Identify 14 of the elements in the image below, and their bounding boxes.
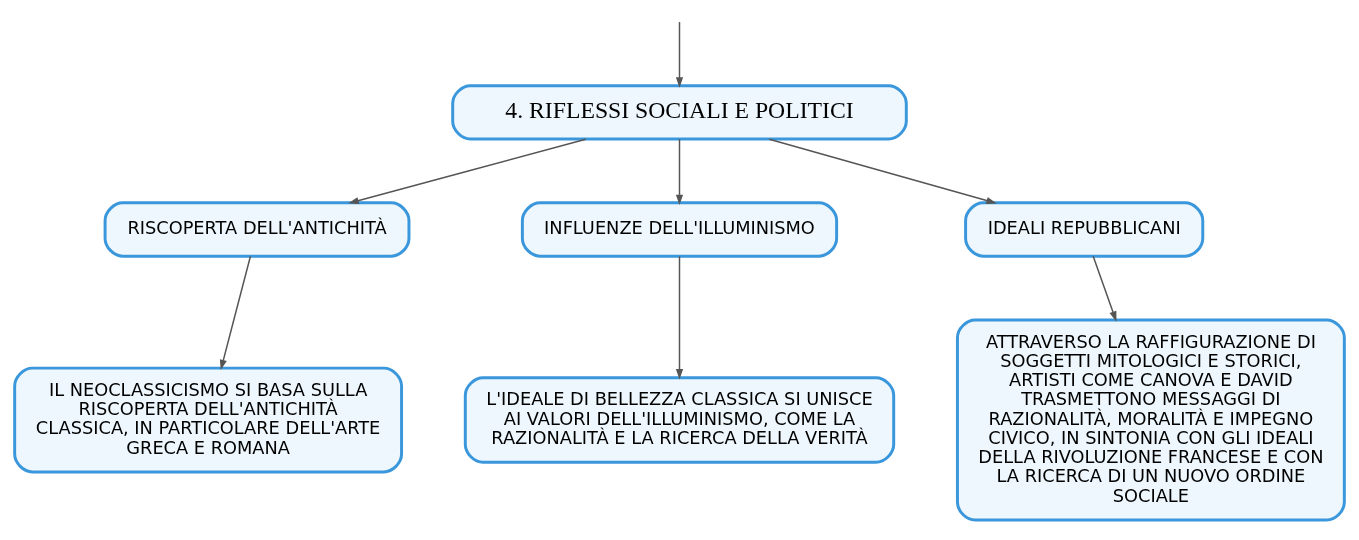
- node-box: L'IDEALE DI BELLEZZA CLASSICA SI UNISCE AI VALORI DELL'ILLUMINISMO, COME LA RAZIONALITÀ E LA RICERCA DELLA VERITÀ: [463, 375, 896, 464]
- node-box: ATTRAVERSO LA RAFFIGURAZIONE DI SOGGETTI MITOLOGICI E STORICI, ARTISTI COME CANOVA E DAVID TRASMETTONO MESSAGGI DI RAZIONALITÀ, MORALITÀ E IMPEGNO CIVICO, IN SINTONIA CON GLI IDEALI DELLA RIVOLUZIONE FRANCESE E CON LA RICERCA DI UN NUOVO ORDINE SOCIALE: [955, 317, 1346, 522]
- arrow: [219, 255, 252, 370]
- arrow: [675, 255, 684, 379]
- arrow: [675, 138, 684, 205]
- node-box: 4. RIFLESSI SOCIALI E POLITICI: [451, 83, 908, 141]
- node-box: IDEALI REPUBBLICANI: [964, 200, 1205, 258]
- arrow: [768, 138, 997, 204]
- arrow: [1092, 255, 1117, 322]
- arrow: [675, 20, 684, 88]
- node-box: INFLUENZE DELL'ILLUMINISMO: [520, 200, 839, 258]
- arrow: [348, 138, 587, 204]
- node-box: RISCOPERTA DELL'ANTICHITÀ: [103, 200, 411, 258]
- node-box: IL NEOCLASSICISMO SI BASA SULLA RISCOPERTA DELL'ANTICHITÀ CLASSICA, IN PARTICOLARE DELL'ARTE GRECA E ROMANA: [13, 366, 404, 473]
